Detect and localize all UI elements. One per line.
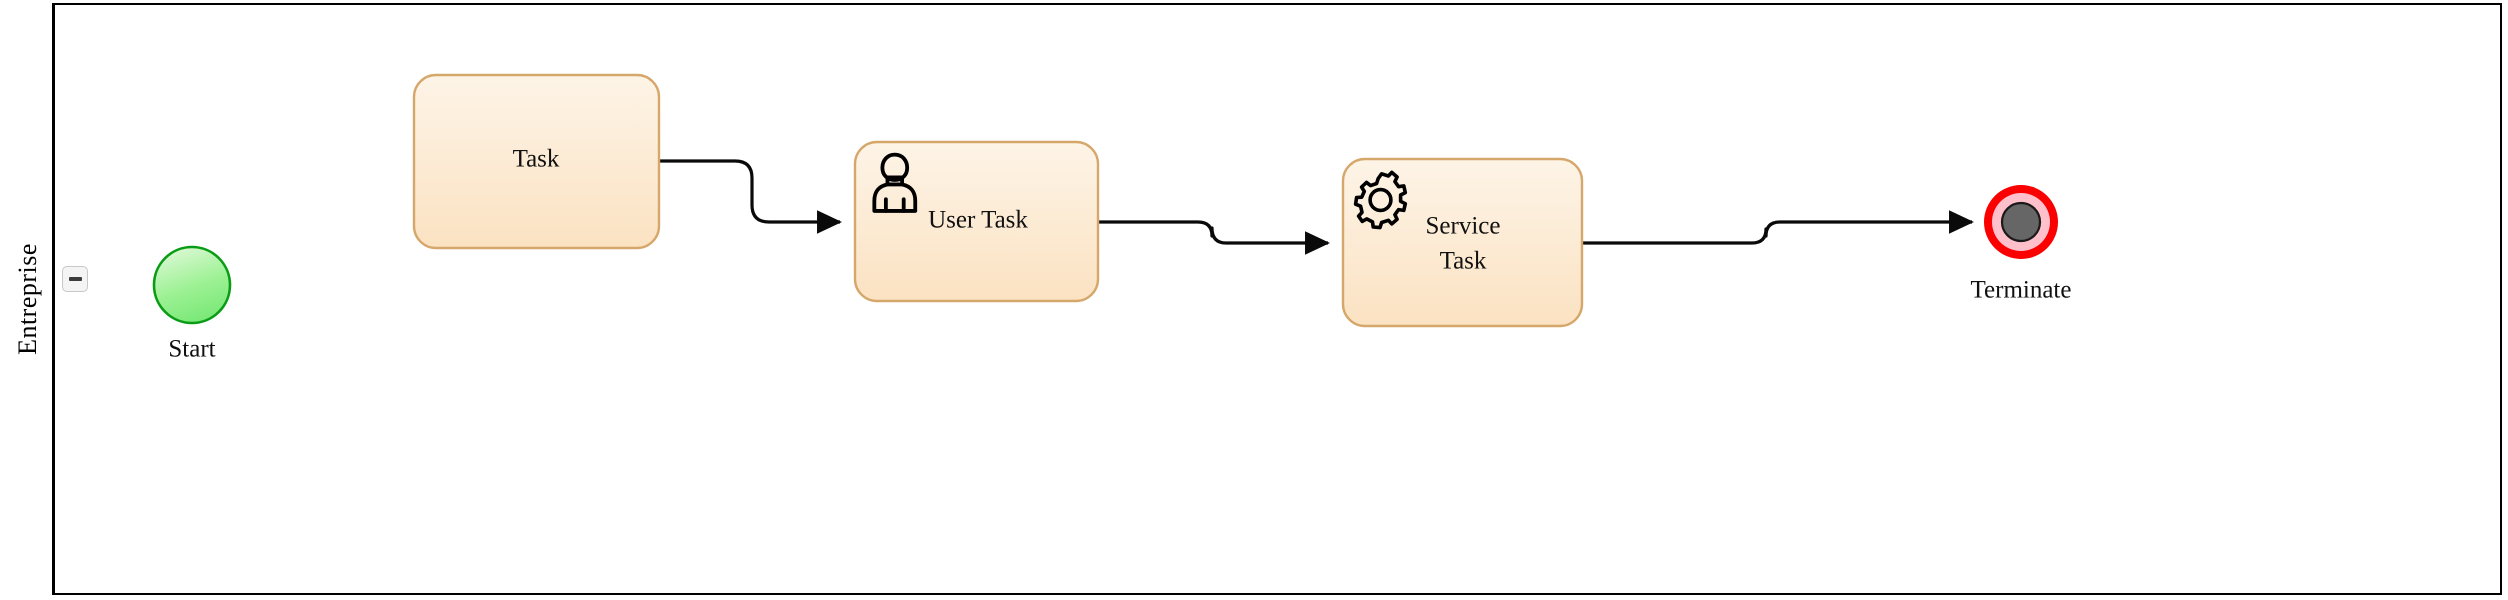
task-label: Task	[513, 146, 560, 173]
service-task-box[interactable]	[1341, 157, 1584, 328]
node-terminate-end-event[interactable]: Terminate	[1971, 185, 2072, 304]
task-box[interactable]	[412, 73, 661, 250]
flow-user-task-to-service-task[interactable]	[1098, 220, 1330, 255]
terminate-label: Terminate	[1971, 277, 2072, 304]
terminate-core-circle	[2000, 201, 2042, 243]
node-task[interactable]: Task	[412, 73, 661, 250]
lane-header: Entreprise	[3, 3, 55, 595]
minus-icon	[68, 277, 82, 281]
node-start-event[interactable]: Start	[152, 245, 232, 363]
service-task-label-line2: Task	[1440, 248, 1487, 275]
node-user-task[interactable]: User Task	[853, 140, 1100, 303]
start-event-circle[interactable]	[152, 245, 232, 325]
service-task-label-line1: Service	[1426, 213, 1501, 240]
user-task-label: User Task	[928, 207, 1028, 234]
gear-icon	[1353, 170, 1408, 230]
sequence-flows	[659, 159, 1974, 255]
user-icon	[872, 152, 918, 213]
flow-task-to-user-task[interactable]	[659, 159, 842, 234]
node-service-task[interactable]: Service Task	[1341, 157, 1584, 328]
collapse-lane-toggle-minus-icon[interactable]	[62, 266, 88, 292]
user-task-box[interactable]	[853, 140, 1100, 303]
flow-service-task-to-terminate[interactable]	[1582, 210, 1974, 245]
start-event-label: Start	[168, 336, 215, 363]
